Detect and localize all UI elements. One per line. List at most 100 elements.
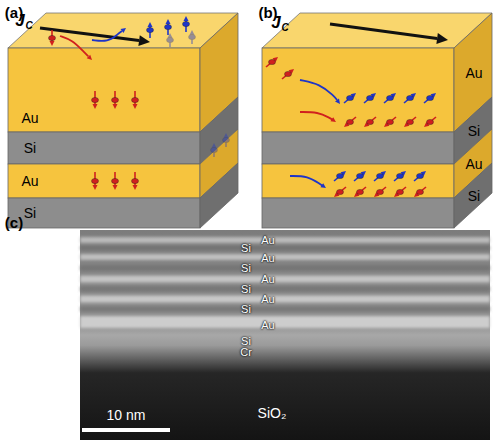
arrow bbox=[414, 187, 426, 197]
arrow bbox=[404, 117, 416, 127]
electron bbox=[417, 173, 424, 178]
arrow-head bbox=[138, 35, 150, 46]
tem-layer-label: Si bbox=[241, 243, 251, 254]
deflection-path bbox=[60, 36, 88, 56]
spin-symbol bbox=[404, 117, 416, 127]
electron bbox=[427, 95, 434, 100]
electron bbox=[397, 189, 404, 194]
electron bbox=[387, 119, 394, 124]
spin-symbol bbox=[394, 187, 406, 197]
electron bbox=[427, 119, 434, 124]
electron bbox=[357, 173, 364, 178]
electron bbox=[147, 27, 154, 32]
silicon-layer bbox=[8, 198, 200, 228]
top-face bbox=[262, 13, 492, 48]
electron bbox=[377, 173, 384, 178]
spin-symbol bbox=[92, 91, 99, 109]
arrow bbox=[335, 99, 340, 105]
arrow bbox=[330, 24, 448, 44]
electron bbox=[183, 21, 190, 26]
arrow bbox=[320, 183, 326, 188]
gold-layer bbox=[262, 164, 454, 198]
silicon-layer-side bbox=[200, 163, 238, 228]
electron bbox=[367, 95, 374, 100]
arrow bbox=[121, 28, 127, 33]
arrow bbox=[113, 172, 118, 190]
arrow bbox=[50, 30, 55, 46]
arrow-head bbox=[436, 33, 448, 44]
gold-band bbox=[80, 276, 490, 283]
arrow bbox=[424, 93, 436, 103]
block-a bbox=[8, 13, 238, 228]
arrow bbox=[133, 91, 138, 109]
spin-symbol bbox=[414, 187, 426, 197]
electron bbox=[49, 35, 56, 40]
electron bbox=[407, 119, 414, 124]
spin-symbol bbox=[414, 171, 426, 181]
arrow bbox=[344, 93, 356, 103]
spin-symbol bbox=[167, 33, 174, 47]
layer-label: Si bbox=[468, 189, 480, 203]
electron bbox=[347, 95, 354, 100]
arrow-head bbox=[133, 185, 138, 190]
spin-symbol bbox=[344, 93, 356, 103]
spin-symbol bbox=[424, 117, 436, 127]
spin-symbol bbox=[92, 172, 99, 190]
spin-symbol bbox=[223, 133, 230, 147]
spin-symbol bbox=[282, 69, 294, 79]
spin-symbol bbox=[394, 171, 406, 181]
spin-symbol bbox=[112, 91, 119, 109]
silicon-band bbox=[80, 266, 490, 271]
spin-symbol bbox=[354, 187, 366, 197]
spin-symbol bbox=[165, 19, 172, 35]
arrow bbox=[414, 171, 426, 181]
electron bbox=[377, 189, 384, 194]
arrow bbox=[190, 30, 195, 44]
electron bbox=[223, 137, 230, 142]
tem-layer-label: Au bbox=[261, 320, 274, 331]
spin-symbol bbox=[112, 172, 119, 190]
deflection-path bbox=[290, 176, 323, 186]
tem-layer-label: Au bbox=[261, 294, 274, 305]
gold-layer bbox=[262, 48, 454, 132]
arrow-head bbox=[330, 117, 336, 122]
electron bbox=[112, 178, 119, 183]
arrow-head bbox=[148, 22, 153, 27]
arrow-head bbox=[93, 185, 98, 190]
arrow-head bbox=[335, 99, 340, 105]
gold-band bbox=[80, 296, 490, 303]
silicon-layer bbox=[262, 132, 454, 164]
current-subscript: C bbox=[25, 21, 32, 31]
gold-layer bbox=[8, 164, 200, 198]
scale-bar bbox=[82, 428, 170, 432]
arrow bbox=[374, 187, 386, 197]
electron bbox=[211, 147, 218, 152]
arrow bbox=[424, 117, 436, 127]
gold-band bbox=[80, 254, 490, 260]
arrow-shaft bbox=[330, 24, 437, 39]
deflection-path bbox=[92, 31, 122, 41]
electron bbox=[397, 173, 404, 178]
electron bbox=[92, 97, 99, 102]
arrow bbox=[364, 117, 376, 127]
arrow bbox=[394, 171, 406, 181]
arrow-head bbox=[320, 183, 326, 188]
arrow bbox=[87, 55, 92, 60]
silicon-band bbox=[80, 307, 490, 312]
tem-layer-label: Si bbox=[241, 284, 251, 295]
deflection-path bbox=[300, 112, 333, 120]
spin-symbol bbox=[183, 16, 190, 32]
gold-band bbox=[80, 237, 490, 243]
spin-symbol bbox=[374, 171, 386, 181]
arrow bbox=[282, 69, 294, 79]
spin-symbol bbox=[364, 93, 376, 103]
electron bbox=[337, 189, 344, 194]
arrow bbox=[168, 33, 173, 47]
gold-band bbox=[80, 316, 490, 328]
arrow bbox=[133, 172, 138, 190]
spin-symbol bbox=[147, 22, 154, 38]
tem-layer-label: Cr bbox=[240, 347, 252, 358]
